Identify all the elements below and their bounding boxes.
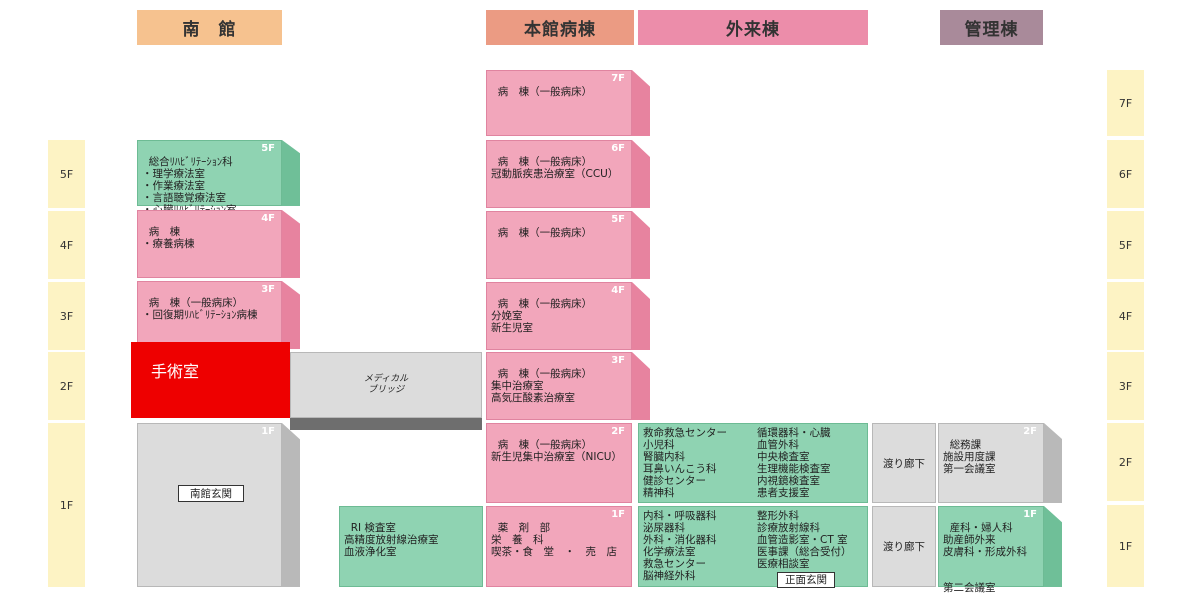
main-6f-text: 病 棟（一般病床） 冠動脈疾患治療室（CCU） <box>491 156 619 180</box>
south-1f-floor-tag: 1F <box>261 426 275 437</box>
main-5f-floor-tag: 5F <box>611 214 625 225</box>
south-3f-floor-tag: 3F <box>261 284 275 295</box>
admin-1f-block: 産科・婦人科 助産師外来 皮膚科・形成外科 第二会議室 1F <box>938 506 1044 594</box>
bridge-underside <box>290 418 482 430</box>
main-7f-text: 病 棟（一般病床） <box>497 86 593 98</box>
south-1f-block: 1F 南館玄関 <box>137 423 282 587</box>
main-3f-side <box>632 352 650 420</box>
admin-2f-text: 総務課 施設用度課 第一会議室 <box>943 439 996 475</box>
right-floor-3f: 3F <box>1107 352 1144 420</box>
main-7f-side <box>632 70 650 136</box>
ri-text: RI 検査室 高精度放射線治療室 血液浄化室 <box>344 522 439 558</box>
south-4f-side <box>282 210 300 278</box>
south-3f-block: 病 棟（一般病床） ・回復期ﾘﾊﾋﾞﾘﾃｰｼｮﾝ病棟 3F <box>137 281 282 349</box>
main-6f-floor-tag: 6F <box>611 143 625 154</box>
left-floor-4f: 4F <box>48 211 85 279</box>
main-7f-floor-tag: 7F <box>611 73 625 84</box>
header-admin: 管理棟 <box>940 10 1043 45</box>
left-floor-5f: 5F <box>48 140 85 208</box>
main-4f-text: 病 棟（一般病床） 分娩室 新生児室 <box>491 298 593 334</box>
admin-1f-text: 産科・婦人科 助産師外来 皮膚科・形成外科 第二会議室 <box>943 522 1027 594</box>
admin-2f-floor-tag: 2F <box>1023 426 1037 437</box>
left-floor-2f: 2F <box>48 352 85 420</box>
outpatient-1f-left: 内科・呼吸器科 泌尿器科 外科・消化器科 化学療法室 救急センター 脳神経外科 <box>643 510 717 582</box>
corridor-2f-label: 渡り廊下 <box>883 457 925 470</box>
main-entrance-label: 正面玄関 <box>777 572 835 588</box>
south-5f-block: 総合ﾘﾊﾋﾞﾘﾃｰｼｮﾝ科 ・理学療法室 ・作業療法室 ・言語聴覚療法室 ・心臓… <box>137 140 282 216</box>
medical-bridge-label: メディカル ブリッジ <box>363 374 409 395</box>
main-3f-block: 病 棟（一般病床） 集中治療室 高気圧酸素治療室 3F <box>486 352 632 420</box>
corridor-1f-label: 渡り廊下 <box>883 541 925 553</box>
south-5f-text: 総合ﾘﾊﾋﾞﾘﾃｰｼｮﾝ科 ・理学療法室 ・作業療法室 ・言語聴覚療法室 ・心臓… <box>142 156 237 216</box>
outpatient-1f-right: 整形外科 診療放射線科 血管造影室・CT 室 医事課（総合受付） 医療相談室 <box>757 510 852 570</box>
right-floor-2f: 2F <box>1107 423 1144 501</box>
outpatient-2f-right: 循環器科・心臓 血管外科 中央検査室 生理機能検査室 内視鏡検査室 患者支援室 <box>757 427 831 499</box>
left-floor-1f: 1F <box>48 423 85 587</box>
main-6f-block: 病 棟（一般病床） 冠動脈疾患治療室（CCU） 6F <box>486 140 632 208</box>
main-2f-floor-tag: 2F <box>611 426 625 437</box>
right-floor-6f: 6F <box>1107 140 1144 208</box>
main-4f-side <box>632 282 650 350</box>
south-1f-side <box>282 423 300 587</box>
admin-1f-floor-tag: 1F <box>1023 509 1037 520</box>
header-main-ward: 本館病棟 <box>486 10 634 45</box>
south-5f-side <box>282 140 300 206</box>
admin-1f-side <box>1044 506 1062 587</box>
left-floor-3f: 3F <box>48 282 85 350</box>
header-outpatient: 外来棟 <box>638 10 868 45</box>
south-4f-floor-tag: 4F <box>261 213 275 224</box>
admin-2f-side <box>1044 423 1062 503</box>
south-5f-floor-tag: 5F <box>261 143 275 154</box>
main-4f-block: 病 棟（一般病床） 分娩室 新生児室 4F <box>486 282 632 350</box>
main-3f-text: 病 棟（一般病床） 集中治療室 高気圧酸素治療室 <box>491 368 593 404</box>
main-1f-text: 薬 剤 部 栄 養 科 喫茶・食 堂 ・ 売 店 <box>491 522 617 558</box>
main-2f-block: 病 棟（一般病床） 新生児集中治療室（NICU） 2F <box>486 423 632 503</box>
right-floor-5f: 5F <box>1107 211 1144 279</box>
corridor-2f: 渡り廊下 <box>872 423 936 503</box>
south-3f-text: 病 棟（一般病床） ・回復期ﾘﾊﾋﾞﾘﾃｰｼｮﾝ病棟 <box>142 297 258 321</box>
ri-block: RI 検査室 高精度放射線治療室 血液浄化室 <box>339 506 483 587</box>
south-4f-text: 病 棟 ・療養病棟 <box>142 226 195 250</box>
main-6f-side <box>632 140 650 208</box>
medical-bridge: メディカル ブリッジ <box>290 352 482 418</box>
main-5f-text: 病 棟（一般病床） <box>497 227 593 239</box>
right-floor-1f: 1F <box>1107 505 1144 587</box>
main-5f-block: 病 棟（一般病床） 5F <box>486 211 632 279</box>
main-4f-floor-tag: 4F <box>611 285 625 296</box>
south-entrance-label: 南館玄関 <box>178 485 244 502</box>
corridor-1f: 渡り廊下 <box>872 506 936 587</box>
surgery-room: 手術室 <box>131 342 290 418</box>
right-floor-7f: 7F <box>1107 70 1144 136</box>
south-3f-side <box>282 281 300 349</box>
outpatient-2f-block: 救命救急センター 小児科 腎臓内科 耳鼻いんこう科 健診センター 精神科 循環器… <box>638 423 868 503</box>
main-2f-text: 病 棟（一般病床） 新生児集中治療室（NICU） <box>491 439 622 463</box>
outpatient-1f-block: 内科・呼吸器科 泌尿器科 外科・消化器科 化学療法室 救急センター 脳神経外科 … <box>638 506 868 588</box>
header-south: 南 館 <box>137 10 282 45</box>
main-3f-floor-tag: 3F <box>611 355 625 366</box>
admin-2f-block: 総務課 施設用度課 第一会議室 2F <box>938 423 1044 503</box>
outpatient-2f-left: 救命救急センター 小児科 腎臓内科 耳鼻いんこう科 健診センター 精神科 <box>643 427 727 499</box>
south-4f-block: 病 棟 ・療養病棟 4F <box>137 210 282 278</box>
main-1f-floor-tag: 1F <box>611 509 625 520</box>
main-7f-block: 病 棟（一般病床） 7F <box>486 70 632 136</box>
main-1f-block: 薬 剤 部 栄 養 科 喫茶・食 堂 ・ 売 店 1F <box>486 506 632 587</box>
main-5f-side <box>632 211 650 279</box>
right-floor-4f: 4F <box>1107 282 1144 350</box>
